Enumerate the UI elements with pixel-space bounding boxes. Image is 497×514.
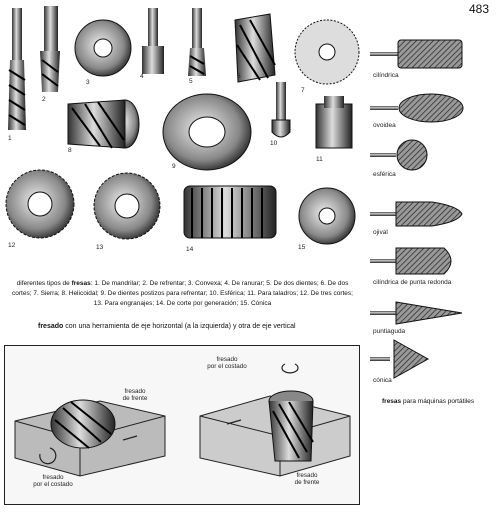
page-number: 483 — [468, 2, 489, 16]
tool-number: 12 — [8, 242, 16, 249]
burrs-caption: fresas para máquinas portátiles — [382, 398, 494, 405]
tool-11-taladros — [315, 96, 353, 149]
tool-number: 14 — [186, 246, 194, 253]
tool-number: 13 — [96, 244, 104, 251]
label-left-front: fresado de frente — [122, 388, 148, 402]
tool-1-mandrilar — [8, 8, 26, 130]
tool-number: 6 — [237, 73, 241, 80]
label-right-side: fresado por el costado — [207, 356, 247, 370]
tool-12-tres-cortes — [5, 169, 75, 239]
burrs-caption-term: fresas — [382, 398, 402, 405]
tool-15-conica — [298, 187, 356, 245]
burr-label: cilíndrica — [373, 72, 399, 79]
burrs-caption-text: para máquinas portátiles — [401, 398, 475, 405]
label-right-front: fresado de frente — [294, 472, 320, 486]
milling-cutters-illustration — [5, 6, 360, 245]
tool-8-helicoidal — [67, 99, 140, 149]
tool-number: 2 — [42, 96, 46, 103]
figure-caption: diferentes tipos de fresas: 1. De mandri… — [10, 279, 355, 309]
tool-13-engranajes — [93, 172, 161, 240]
caption-term: fresas — [71, 280, 91, 287]
tool-number: 1 — [8, 135, 12, 142]
tool-9-dientes-postizos — [162, 93, 252, 171]
tool-number: 5 — [189, 78, 193, 85]
label-left-side: fresado por el costado — [33, 474, 73, 488]
tool-number: 11 — [316, 156, 323, 163]
caption-lead: diferentes tipos de — [16, 280, 70, 287]
tool-number: 4 — [140, 73, 144, 80]
tool-number: 10 — [270, 140, 278, 147]
milling-diagram-panel: fresado de frente fresado por el costado… — [4, 345, 360, 505]
burrs-illustration — [370, 39, 464, 379]
tool-number: 3 — [86, 79, 90, 86]
tool-2-refrentar — [40, 6, 60, 92]
milling-caption-term: fresado — [38, 323, 64, 330]
burr-label: cónica — [373, 377, 392, 384]
tool-3-convexa — [74, 19, 132, 77]
tool-number: 7 — [301, 87, 305, 94]
burr-label: puntiaguda — [373, 328, 406, 335]
tool-4-ranurar — [142, 8, 164, 74]
tool-5-dos-dientes — [188, 8, 206, 76]
tool-number: 8 — [68, 147, 72, 154]
burr-label: esférica — [373, 171, 396, 178]
tool-7-sierra — [294, 19, 360, 85]
caption-text: : 1. De mandrilar; 2. De refrentar; 3. C… — [12, 280, 353, 307]
milling-diagram — [14, 363, 351, 477]
burr-label: ovoidea — [373, 122, 396, 129]
tool-number: 15 — [298, 244, 306, 251]
milling-caption: fresado con una herramienta de eje horiz… — [38, 323, 358, 330]
milling-caption-text: con una herramienta de eje horizontal (a… — [63, 323, 296, 330]
tool-14-generacion — [183, 185, 277, 239]
tool-number: 9 — [172, 163, 176, 170]
burr-label: ojival — [373, 229, 388, 236]
burr-label: cilíndrica de punta redonda — [373, 279, 452, 286]
tool-10-esferica — [271, 82, 291, 138]
tool-6-dos-cortes — [234, 13, 276, 83]
